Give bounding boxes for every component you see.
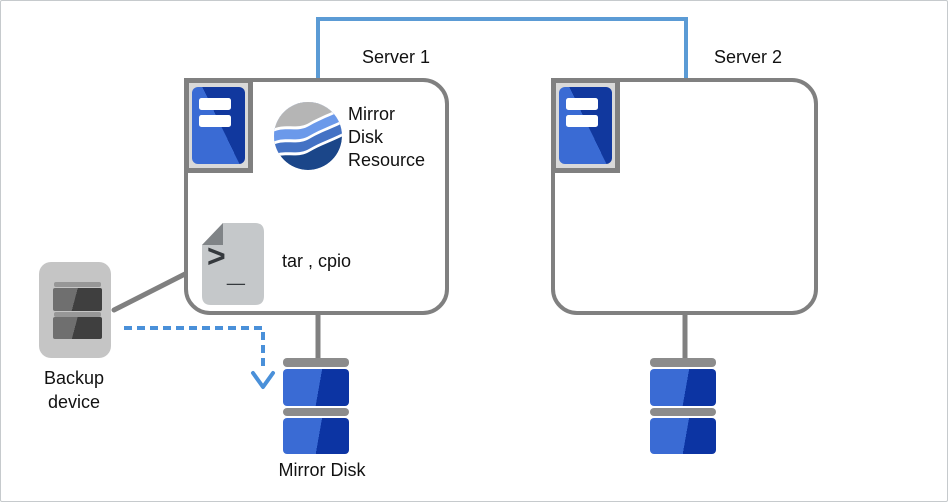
backup-to-server-line xyxy=(111,271,188,313)
server1-tower-icon xyxy=(184,78,253,173)
script-prompt-glyph: > xyxy=(207,238,226,274)
script-label: tar , cpio xyxy=(282,251,352,271)
disk-bar xyxy=(283,408,349,416)
backup-to-disk-dashed-line xyxy=(124,326,265,370)
server1-title: Server 1 xyxy=(361,47,431,67)
mirror-disk-resource-label: Mirror Disk Resource xyxy=(348,104,426,170)
disk-bar xyxy=(650,408,716,416)
server2-title: Server 2 xyxy=(713,47,783,67)
server2-tower-icon xyxy=(551,78,620,173)
disk-bar xyxy=(650,358,716,367)
mirror-disk-icon-server2 xyxy=(650,358,716,454)
server-tower-icon xyxy=(559,87,612,164)
disk-platter xyxy=(650,418,716,454)
backup-device-slot-bar xyxy=(54,312,101,317)
disk-platter xyxy=(283,418,349,454)
script-page-shape xyxy=(202,223,264,305)
mirror-disk-label: Mirror Disk xyxy=(278,460,366,480)
mirror-disk-icon-server1 xyxy=(283,358,349,454)
disk-platter xyxy=(650,369,716,406)
server-tower-icon xyxy=(192,87,245,164)
backup-device-slot xyxy=(53,317,102,339)
server2-box xyxy=(551,78,818,315)
script-underscore-glyph: _ xyxy=(227,252,245,288)
backup-device-label: Backup device xyxy=(43,368,105,412)
disk-platter xyxy=(283,369,349,406)
backup-device-slot-bar xyxy=(54,282,101,287)
down-arrow-icon xyxy=(251,371,275,389)
shell-script-icon: > _ xyxy=(201,222,265,306)
disk-bar xyxy=(283,358,349,367)
backup-device-icon xyxy=(39,262,111,358)
backup-device-slot xyxy=(53,288,102,311)
